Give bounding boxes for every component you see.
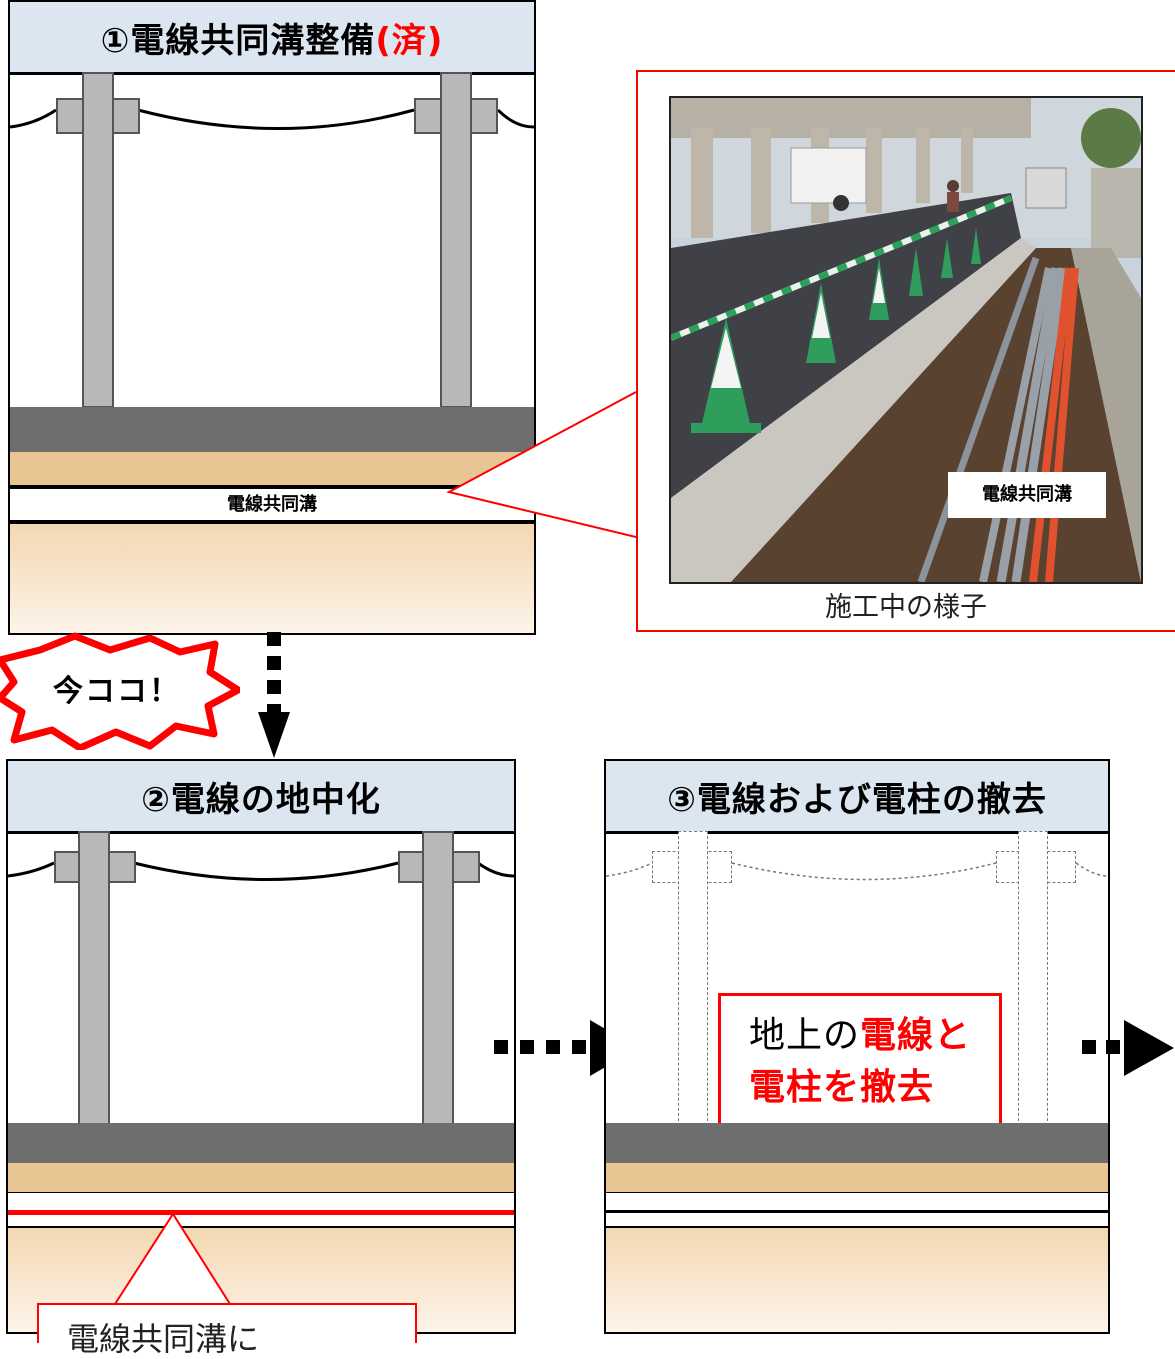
- removed-wires-outline: [606, 862, 1108, 881]
- road-surface: [606, 1123, 1108, 1163]
- photo-overlay-label: 電線共同溝: [948, 472, 1106, 518]
- panel-3-title-text: ③電線および電柱の撤去: [667, 779, 1047, 820]
- utility-pole-1: [82, 72, 114, 408]
- photo-callout-pointer: [446, 391, 637, 538]
- photo-callout-box: 電線共同溝 施工中の様子: [636, 70, 1175, 632]
- panel-step-1: ①電線共同溝整備(済) 電線共同溝: [8, 0, 536, 635]
- trench-bottom-line: [606, 1210, 1108, 1213]
- panel-step-2: ②電線の地中化: [6, 759, 516, 1334]
- trench-label: 電線共同溝: [227, 494, 317, 515]
- trench-base-line: [606, 1226, 1108, 1228]
- cable-callout-box: 電線共同溝に: [37, 1303, 417, 1358]
- right-arrow-next: [1082, 1020, 1175, 1076]
- callout-pointer: [114, 1212, 231, 1305]
- trench-top-line: [8, 1192, 514, 1193]
- overhead-wires: [10, 108, 534, 130]
- road-base-layer: [10, 452, 534, 485]
- trench-bottom-line: [10, 520, 534, 524]
- overhead-wires: [8, 861, 514, 881]
- road-base-layer: [8, 1163, 514, 1192]
- trench-bottom-line: [8, 1226, 514, 1228]
- utility-pole-2: [422, 831, 454, 1131]
- removal-note-box: 地上の電線と 電柱を撤去: [718, 993, 1002, 1129]
- panel-1-title-text: ①電線共同溝整備: [100, 20, 376, 61]
- road-surface: [10, 407, 534, 452]
- road-surface: [8, 1123, 514, 1163]
- removed-pole-2: [1018, 831, 1048, 1126]
- callout-text: 電線共同溝に: [67, 1320, 260, 1358]
- removed-pole-1: [678, 831, 708, 1126]
- panel-2-title: ②電線の地中化: [8, 761, 514, 834]
- underground-cable-red: [8, 1210, 514, 1215]
- utility-pole-1: [78, 831, 110, 1131]
- road-base-layer: [606, 1163, 1108, 1192]
- ground-soil: [10, 524, 534, 633]
- removal-note-line-1: 地上の電線と: [749, 1010, 999, 1062]
- panel-1-title: ①電線共同溝整備(済): [10, 2, 534, 75]
- panel-1-done-mark: (済): [375, 20, 444, 61]
- removal-note-red-2: 電柱を撤去: [749, 1067, 935, 1108]
- removal-note-red-1: 電線と: [860, 1015, 972, 1056]
- removal-note-normal: 地上の: [749, 1015, 861, 1056]
- badge-text: 今ココ！: [53, 674, 181, 709]
- panel-2-title-text: ②電線の地中化: [141, 779, 381, 820]
- current-stage-badge: 今ココ！: [0, 632, 242, 752]
- utility-pole-2: [440, 72, 472, 408]
- ground-soil: [606, 1228, 1108, 1332]
- panel-3-title: ③電線および電柱の撤去: [606, 761, 1108, 834]
- panel-step-3: ③電線および電柱の撤去 地上の電線と 電柱を撤去: [604, 759, 1110, 1334]
- trench-top-line: [10, 485, 534, 489]
- down-arrow-dashed: [258, 630, 298, 760]
- trench-top-line: [606, 1192, 1108, 1193]
- starburst-shape: [0, 632, 242, 752]
- photo-caption: 施工中の様子: [825, 592, 987, 623]
